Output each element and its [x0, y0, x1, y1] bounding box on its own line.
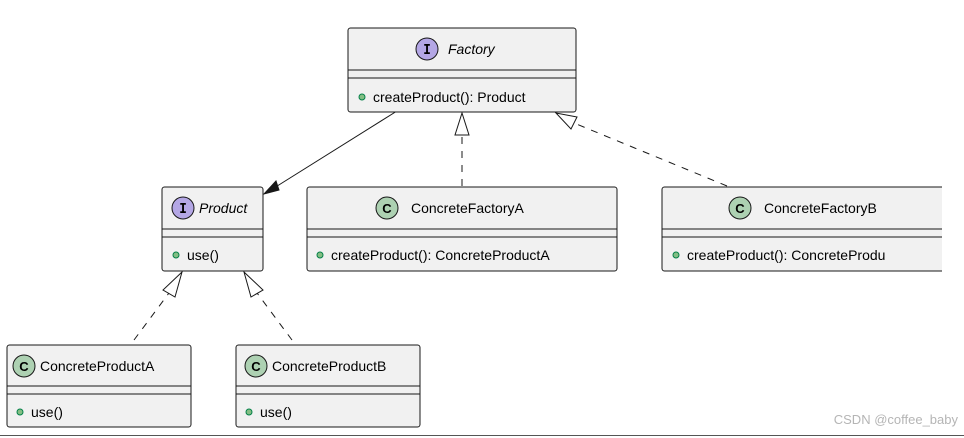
- product-interface-box[interactable]: I Product use(): [161, 186, 264, 272]
- concrete-factory-a-method: createProduct(): ConcreteProductA: [331, 247, 550, 263]
- edge-factoryb-to-factory: [573, 122, 728, 187]
- public-method-dot-icon: [672, 251, 680, 259]
- interface-badge-icon: [415, 37, 439, 61]
- concrete-product-a-stereotype: C: [19, 359, 29, 374]
- edge-productb-to-product: [256, 292, 293, 341]
- arrowhead-product-realization-a: [162, 270, 183, 298]
- watermark: CSDN @coffee_baby: [833, 412, 958, 427]
- product-method: use(): [187, 247, 219, 263]
- public-method-dot-icon: [316, 251, 324, 259]
- factory-stereotype: I: [423, 43, 431, 58]
- bottom-divider: [0, 435, 964, 436]
- product-name: Product: [199, 200, 248, 216]
- concrete-factory-b-box[interactable]: C ConcreteFactoryB createProduct(): Conc…: [661, 186, 964, 272]
- public-method-dot-icon: [245, 408, 253, 416]
- edges: [133, 110, 728, 341]
- arrowhead-factory-realization-a: [454, 111, 470, 136]
- factory-name: Factory: [448, 41, 496, 57]
- concrete-factory-b-stereotype: C: [735, 201, 745, 216]
- concrete-factory-b-name: ConcreteFactoryB: [764, 200, 877, 216]
- factory-method: createProduct(): Product: [373, 89, 526, 105]
- public-method-dot-icon: [172, 251, 180, 259]
- public-method-dot-icon: [16, 408, 24, 416]
- concrete-product-b-stereotype: C: [251, 359, 261, 374]
- class-badge-icon: [375, 196, 399, 220]
- edge-factory-to-product: [273, 110, 398, 189]
- public-method-dot-icon: [358, 93, 366, 101]
- concrete-product-b-box[interactable]: C ConcreteProductB use(): [235, 344, 421, 428]
- concrete-factory-b-method: createProduct(): ConcreteProdu: [687, 247, 885, 263]
- concrete-product-a-method: use(): [31, 404, 63, 420]
- class-badge-icon: [728, 196, 752, 220]
- concrete-factory-a-box[interactable]: C ConcreteFactoryA createProduct(): Conc…: [306, 186, 618, 272]
- concrete-product-a-box[interactable]: C ConcreteProductA use(): [6, 344, 192, 428]
- arrowhead-factory-realization-b: [554, 112, 578, 130]
- arrowhead-product-realization-b: [243, 270, 264, 298]
- class-badge-icon: [244, 354, 268, 378]
- arrowhead-product-association: [262, 180, 280, 195]
- concrete-product-a-name: ConcreteProductA: [40, 358, 155, 374]
- interface-badge-icon: [171, 196, 195, 220]
- class-badge-icon: [12, 354, 36, 378]
- concrete-product-b-method: use(): [260, 404, 292, 420]
- product-stereotype: I: [179, 202, 187, 217]
- concrete-factory-a-stereotype: C: [382, 201, 392, 216]
- concrete-product-b-name: ConcreteProductB: [272, 358, 386, 374]
- right-crop-mask: [942, 180, 964, 280]
- concrete-factory-a-name: ConcreteFactoryA: [411, 200, 524, 216]
- edge-producta-to-product: [133, 292, 170, 341]
- factory-interface-box[interactable]: I Factory createProduct(): Product: [347, 27, 577, 113]
